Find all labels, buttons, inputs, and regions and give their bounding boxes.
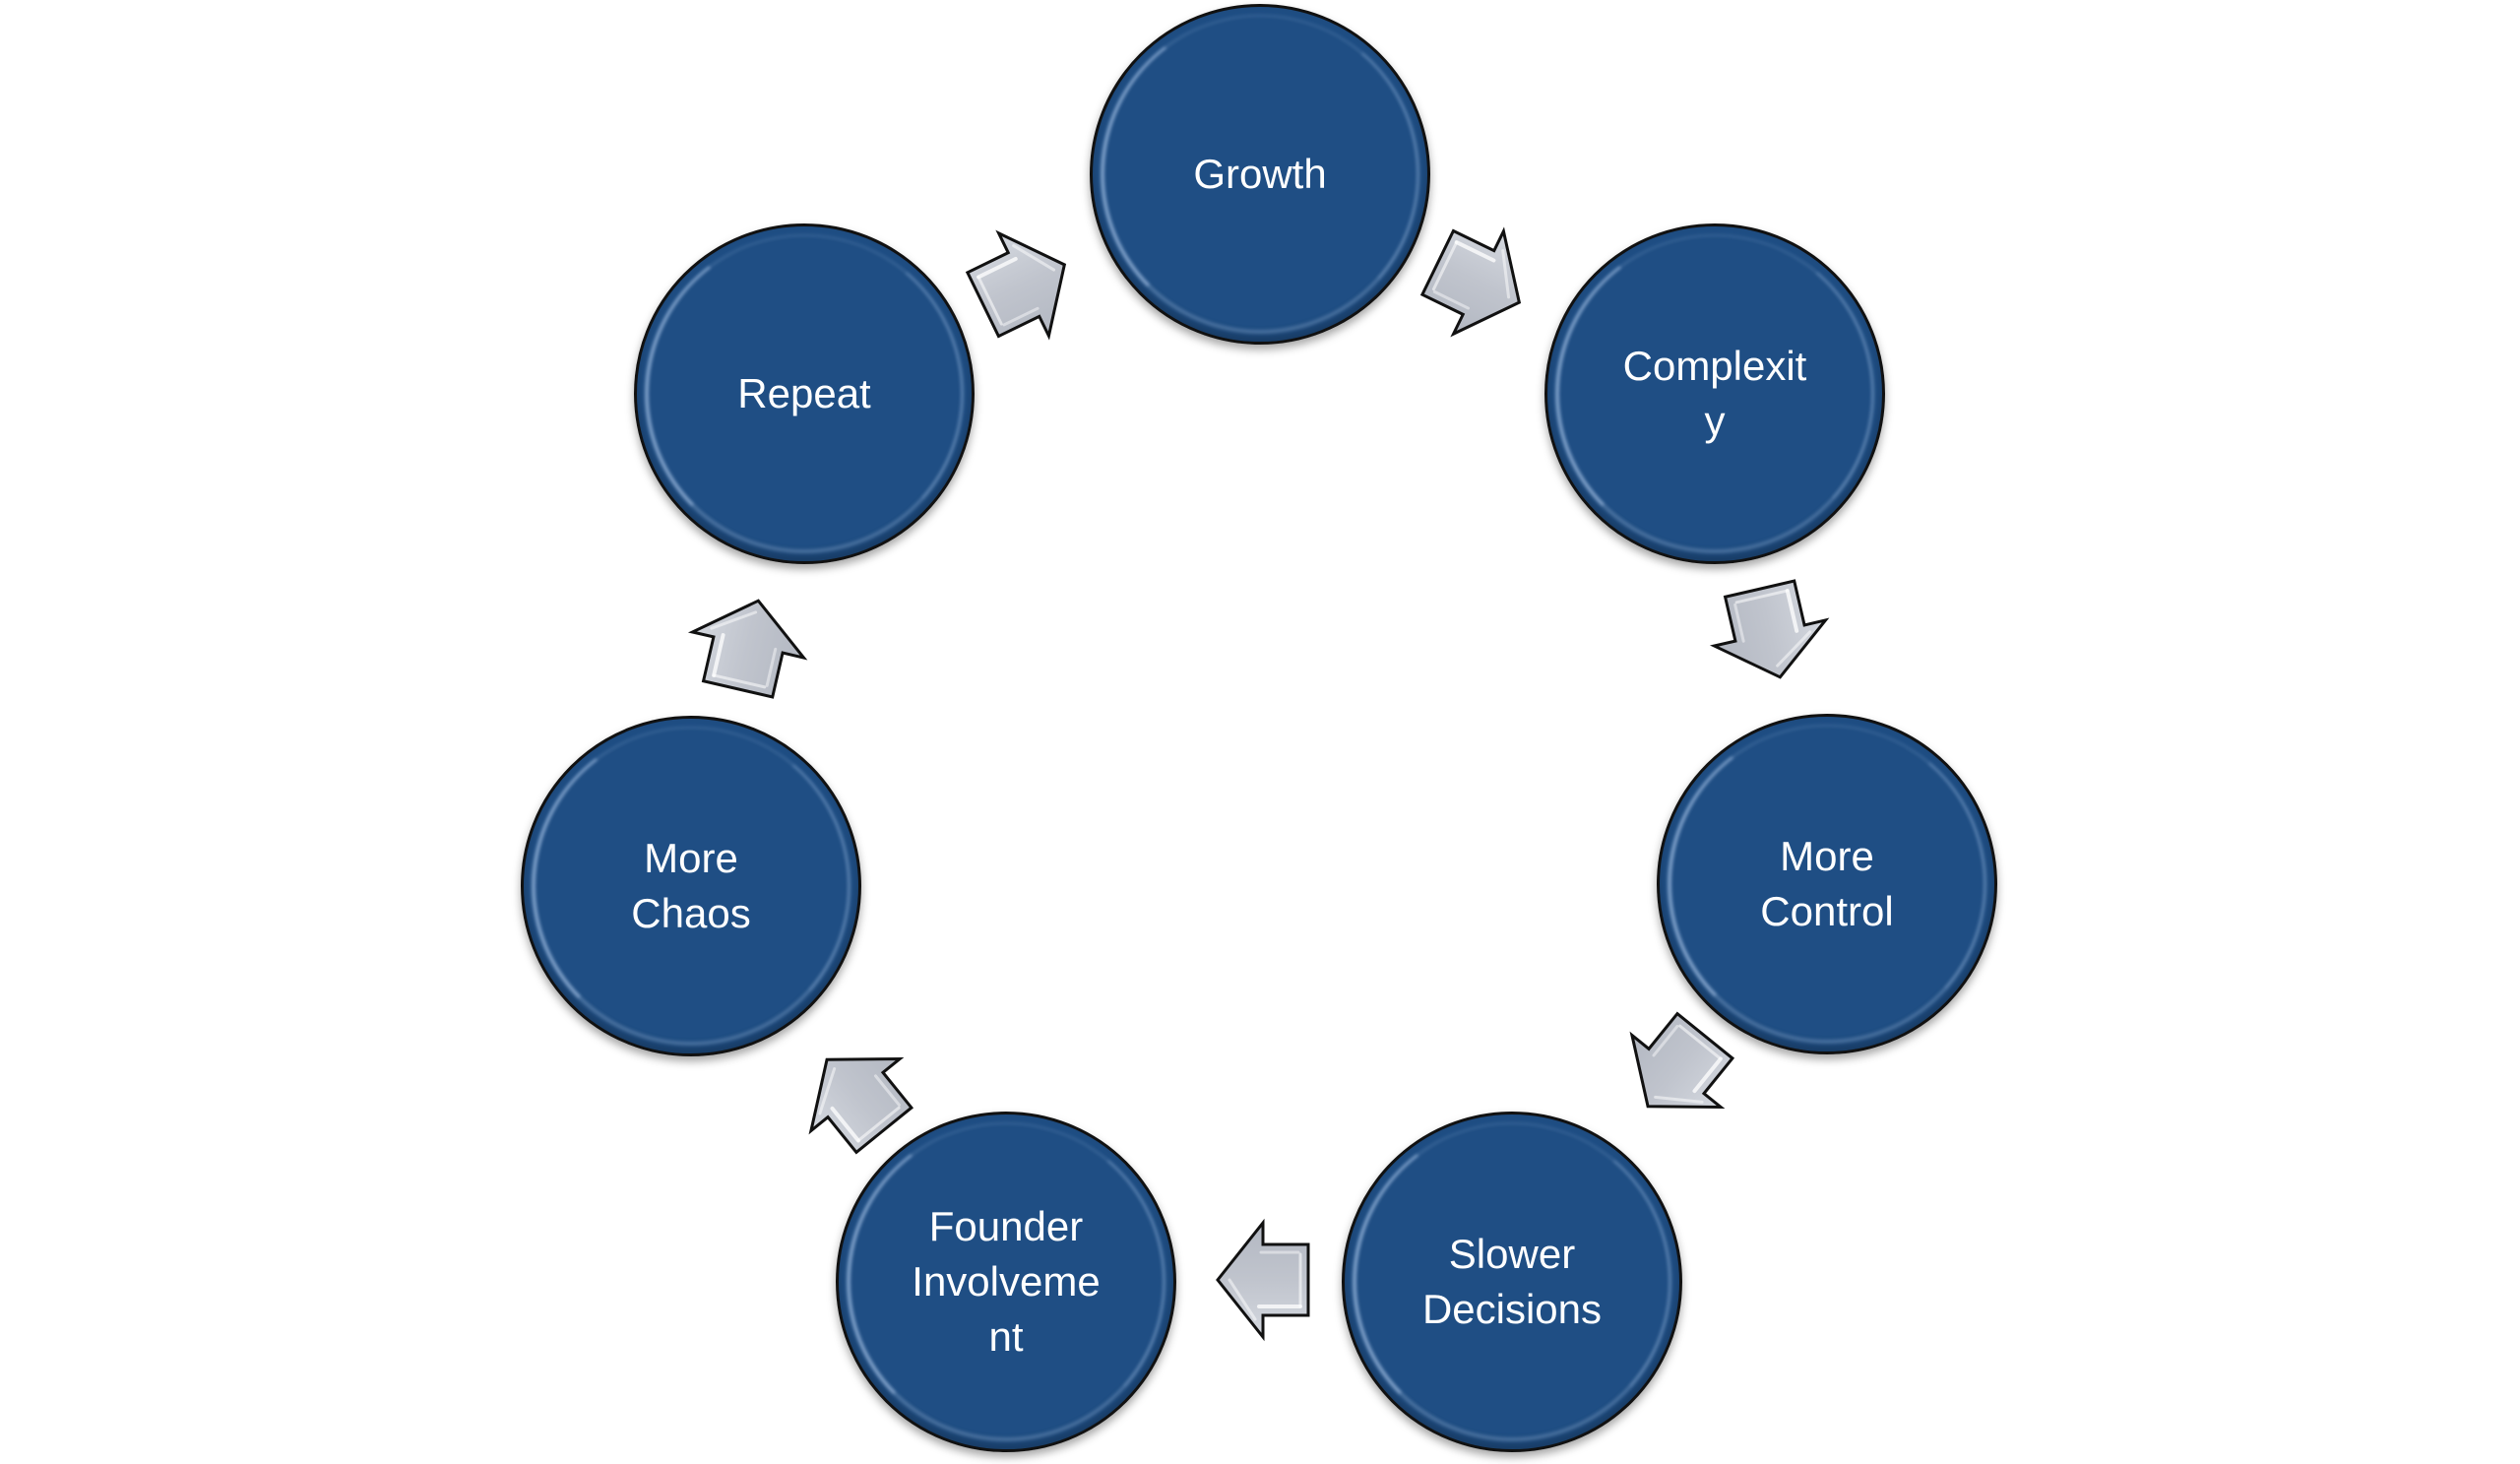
node-more-chaos: More Chaos	[521, 716, 861, 1056]
arrow-slower-decisions-to-founder-involvement	[1214, 1221, 1312, 1339]
node-label: More Control	[1760, 833, 1894, 934]
arrow-down-icon	[1702, 574, 1838, 692]
node-slower-decisions: Slower Decisions	[1342, 1112, 1682, 1452]
node-complexity: Complexit y	[1544, 223, 1885, 564]
arrow-repeat-to-growth	[954, 210, 1094, 359]
arrow-up-icon	[680, 586, 816, 704]
node-label: Complexit y	[1622, 343, 1807, 444]
node-label: Slower Decisions	[1421, 1231, 1603, 1332]
arrow-complexity-to-more-control	[1701, 572, 1838, 694]
node-founder-involvement: Founder Involveme nt	[836, 1112, 1176, 1452]
arrow-left-icon	[1216, 1221, 1310, 1339]
node-label: Founder Involveme nt	[912, 1203, 1101, 1360]
node-label: More Chaos	[631, 835, 751, 936]
arrow-growth-to-complexity	[1409, 208, 1548, 357]
node-more-control: More Control	[1657, 714, 1997, 1054]
arrow-right-icon	[1409, 208, 1548, 357]
node-repeat: Repeat	[634, 223, 975, 564]
arrow-more-chaos-to-repeat	[679, 584, 816, 706]
arrow-up-right-icon	[954, 210, 1094, 359]
node-growth: Growth	[1090, 4, 1430, 345]
node-label: Growth	[1193, 151, 1327, 197]
node-label: Repeat	[737, 370, 871, 416]
